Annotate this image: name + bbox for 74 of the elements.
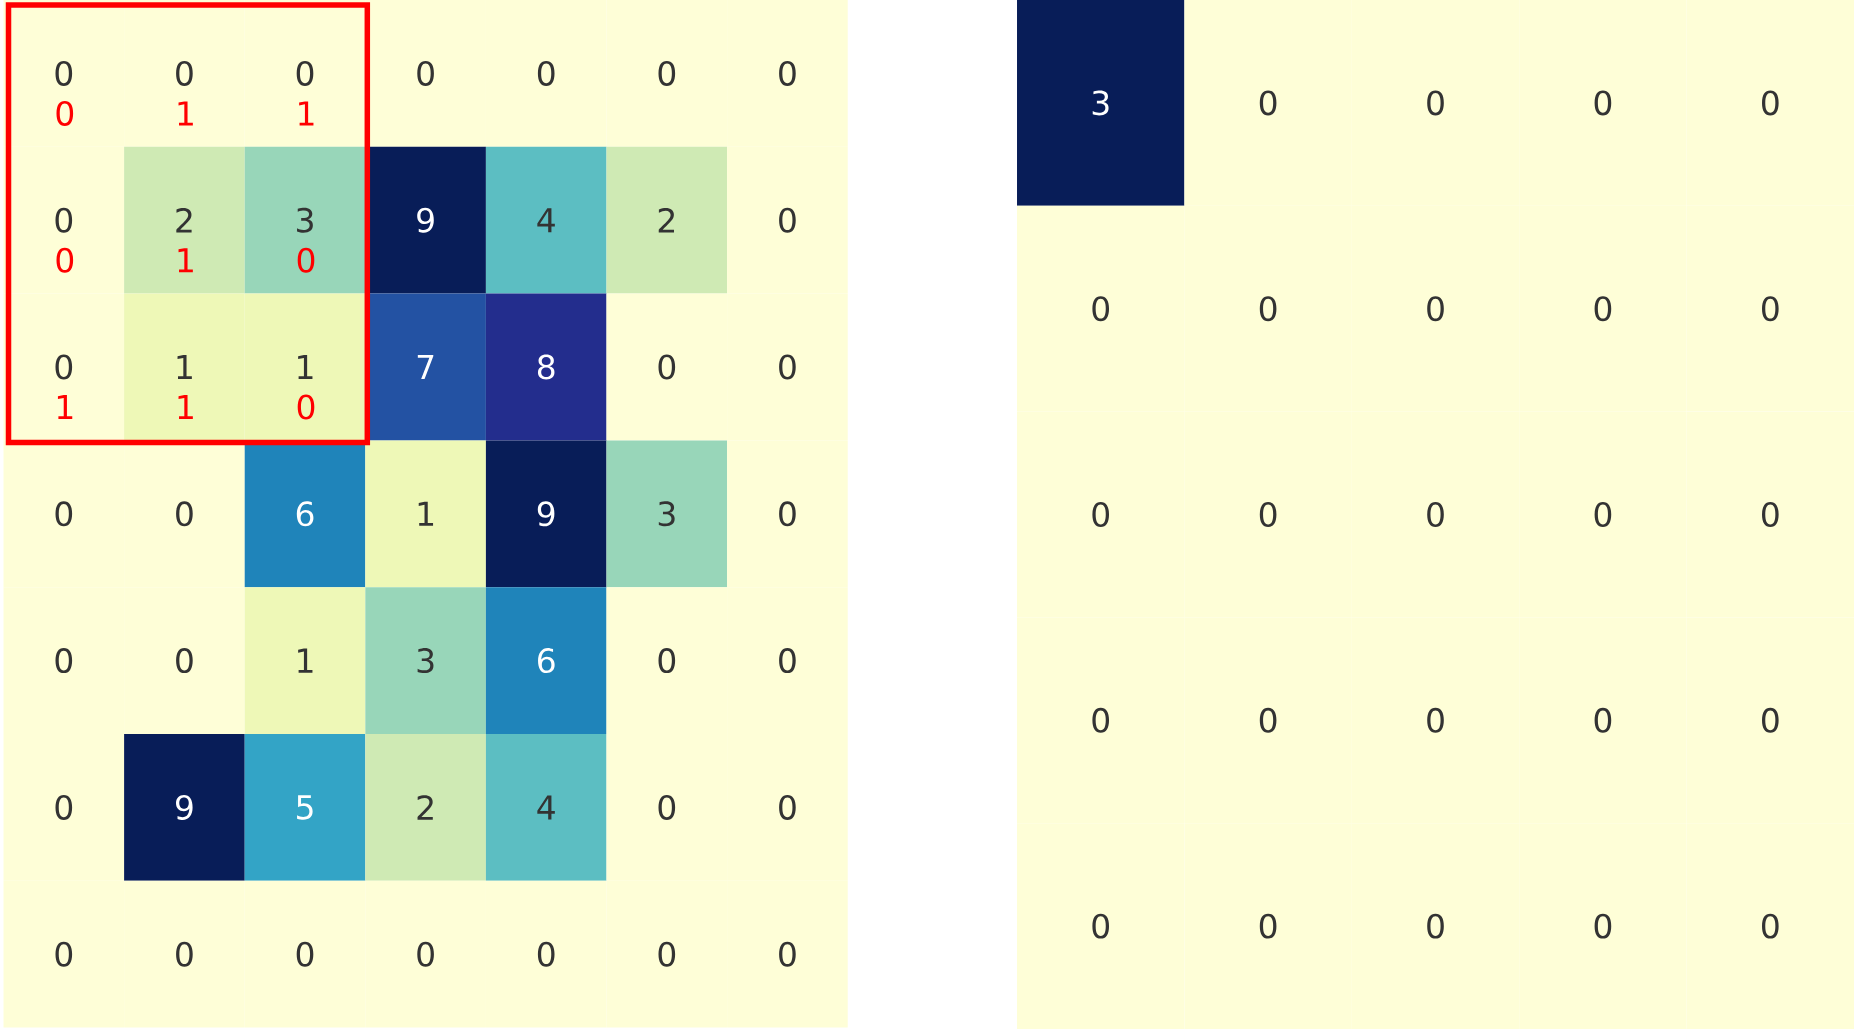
heatmap-cell: 0 xyxy=(1017,205,1185,412)
heatmap-cell: 3 xyxy=(606,440,728,588)
heatmap-cell: 8 xyxy=(485,293,607,441)
heatmap-cell: 9 xyxy=(124,734,245,881)
kernel-weight: 0 xyxy=(56,100,74,126)
heatmap-cell: 0 xyxy=(3,734,125,881)
heatmap-cell: 0 xyxy=(727,734,848,881)
heatmap-cell: 0 xyxy=(1017,823,1185,1029)
heatmap-cell: 0 xyxy=(124,880,245,1028)
heatmap-cell: 9 xyxy=(365,146,486,294)
heatmap-cell: 3 xyxy=(1017,0,1185,206)
heatmap-cell: 0 xyxy=(1017,617,1185,824)
heatmap-cell: 6 xyxy=(485,587,607,734)
kernel-weight: 1 xyxy=(57,395,73,420)
heatmap-cell: 0 xyxy=(3,587,125,734)
heatmap-cell: 0 xyxy=(1686,411,1854,618)
heatmap-cell: 0 xyxy=(727,293,848,441)
kernel-weight: 1 xyxy=(178,101,193,126)
heatmap-cell: 0 xyxy=(1686,823,1854,1029)
heatmap-cell: 0 xyxy=(606,293,728,441)
heatmap-cell: 0 xyxy=(606,880,728,1028)
heatmap-cell: 1 xyxy=(365,440,486,588)
heatmap-cell: 0 xyxy=(727,440,848,588)
heatmap-cell: 0 xyxy=(1351,823,1520,1029)
kernel-weight: 0 xyxy=(297,247,315,273)
heatmap-cell: 0 xyxy=(1519,411,1687,618)
heatmap-cell: 7 xyxy=(365,293,486,441)
kernel-weight: 1 xyxy=(178,395,193,420)
heatmap-cell: 2 xyxy=(365,734,486,881)
heatmap-cell: 0 xyxy=(365,880,486,1028)
heatmap-cell: 0 xyxy=(1519,205,1687,412)
heatmap-cell: 0 xyxy=(1686,617,1854,824)
heatmap-cell: 0 xyxy=(1519,617,1687,824)
heatmap-cell: 0 xyxy=(727,146,848,294)
heatmap-cell: 0 xyxy=(1184,205,1352,412)
kernel-weight: 0 xyxy=(56,247,74,273)
heatmap-cell: 6 xyxy=(244,440,366,588)
heatmap-cell: 0 xyxy=(3,880,125,1028)
heatmap-cell: 4 xyxy=(485,146,607,294)
heatmap-cell: 0 xyxy=(1184,617,1352,824)
heatmap-cell: 0 xyxy=(606,734,728,881)
heatmap-cell: 0 xyxy=(1519,823,1687,1029)
heatmap-cell: 0 xyxy=(485,880,607,1028)
heatmap-cell: 0 xyxy=(1351,205,1520,412)
heatmap-cell: 0 xyxy=(606,0,728,147)
heatmap-cell: 0 xyxy=(1351,411,1520,618)
heatmap-cell: 0 xyxy=(1184,823,1352,1029)
heatmap-cell: 0 xyxy=(727,880,848,1028)
heatmap-cell: 0 xyxy=(1351,0,1520,206)
kernel-weight: 1 xyxy=(299,101,314,126)
heatmap-cell: 0 xyxy=(606,587,728,734)
heatmap-cell: 0 xyxy=(1686,205,1854,412)
heatmap-cell: 0 xyxy=(727,0,848,147)
heatmap-cell: 0 xyxy=(3,440,125,588)
heatmap-cell: 2 xyxy=(606,146,728,294)
heatmap-cell: 0 xyxy=(485,0,607,147)
kernel-weight: 0 xyxy=(297,394,315,420)
heatmap-cell: 0 xyxy=(727,587,848,734)
heatmap-cell: 0 xyxy=(1017,411,1185,618)
heatmap-cell: 0 xyxy=(124,587,245,734)
heatmap-cell: 0 xyxy=(1351,617,1520,824)
heatmap-cell: 3 xyxy=(365,587,486,734)
heatmap-cell: 0 xyxy=(244,880,366,1028)
kernel-weight: 1 xyxy=(178,248,193,273)
heatmap-cell: 0 xyxy=(1184,0,1352,206)
heatmap-cell: 0 xyxy=(124,440,245,588)
heatmap-cell: 4 xyxy=(485,734,607,881)
heatmap-cell: 1 xyxy=(244,587,366,734)
heatmap-cell: 0 xyxy=(1686,0,1854,206)
heatmap-cell: 0 xyxy=(365,0,486,147)
heatmap-cell: 9 xyxy=(485,440,607,588)
heatmap-cell: 0 xyxy=(1184,411,1352,618)
heatmap-cell: 5 xyxy=(244,734,366,881)
heatmap-cell: 0 xyxy=(1519,0,1687,206)
